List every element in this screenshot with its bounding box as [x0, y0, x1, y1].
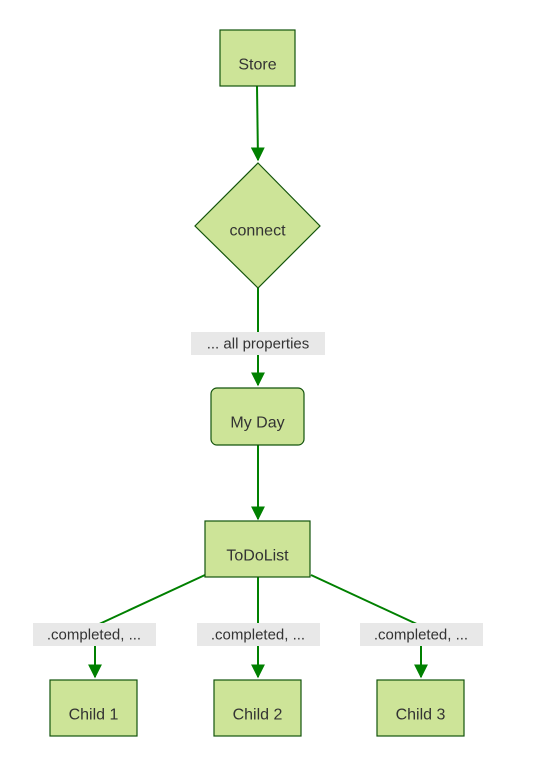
node-connect-label: connect	[229, 223, 286, 240]
node-my-day: My Day	[210, 387, 305, 446]
edge-label-child-3: .completed, ...	[360, 623, 483, 646]
edge-label-text: .completed, ...	[374, 627, 468, 644]
edge-label-child-1: .completed, ...	[33, 623, 156, 646]
node-my-day-label: My Day	[230, 415, 284, 432]
edge-label-text: ... all properties	[207, 336, 310, 353]
edge-label-text: .completed, ...	[211, 627, 305, 644]
node-todolist: ToDoList	[204, 520, 311, 578]
edge-label-all-properties: ... all properties	[191, 332, 325, 355]
node-store: Store	[219, 29, 296, 87]
node-store-label: Store	[238, 57, 276, 74]
edge-store-connect	[250, 85, 265, 162]
node-child-1: Child 1	[49, 679, 138, 737]
node-child-1-label: Child 1	[69, 707, 119, 724]
node-child-3-label: Child 3	[396, 707, 446, 724]
node-child-2-label: Child 2	[233, 707, 283, 724]
node-child-2: Child 2	[213, 679, 302, 737]
edge-label-text: .completed, ...	[47, 627, 141, 644]
node-child-3: Child 3	[376, 679, 465, 737]
node-connect: connect	[194, 162, 321, 289]
node-todolist-label: ToDoList	[226, 548, 289, 565]
edge-label-child-2: .completed, ...	[197, 623, 320, 646]
